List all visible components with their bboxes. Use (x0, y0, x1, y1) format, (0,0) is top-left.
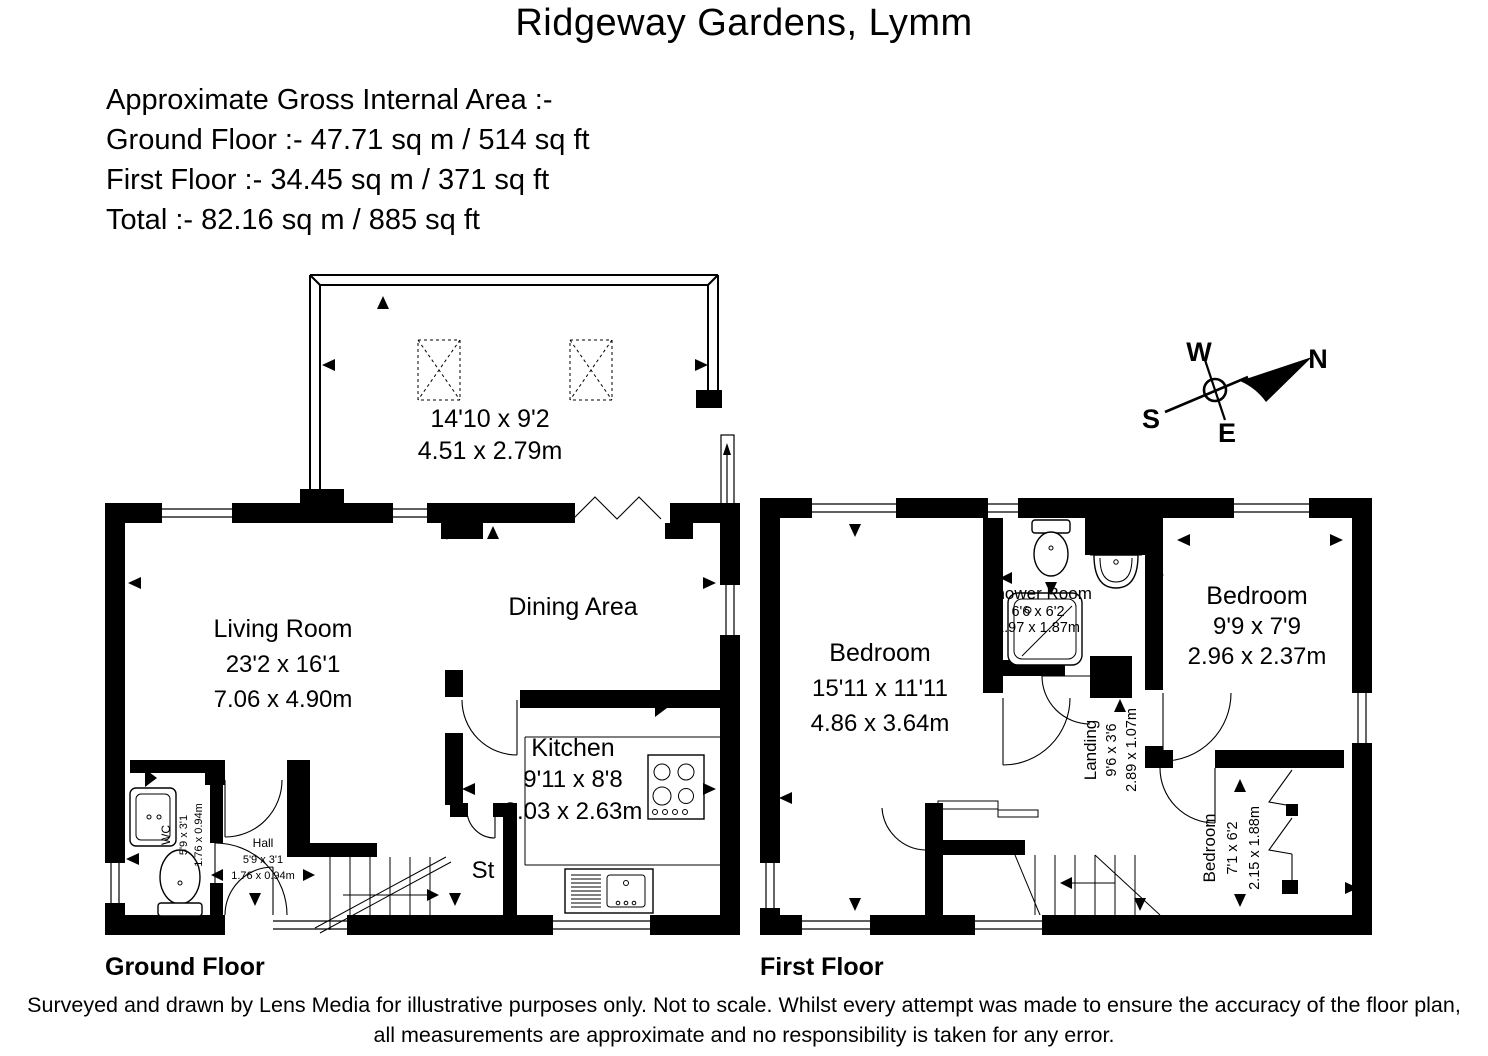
landing-dims-m: 2.89 x 1.07m (1124, 708, 1140, 792)
ff-wall-markers (779, 524, 1358, 911)
ground-floor-title: Ground Floor (105, 953, 265, 981)
compass-e: E (1218, 418, 1236, 448)
area-summary-heading: Approximate Gross Internal Area :- (106, 84, 553, 116)
compass-s: S (1142, 404, 1160, 434)
garden-room-skylight-2 (569, 339, 613, 401)
shower-room-dims-ft: 6'6 x 6'2 (1011, 604, 1064, 620)
ground-floor-windows (110, 508, 735, 930)
living-room-label: Living Room (214, 615, 353, 643)
ff-basin-icon (1090, 554, 1142, 589)
bifold-door-icon (572, 496, 662, 520)
hall-label: Hall (253, 836, 274, 850)
compass-needle (1164, 357, 1312, 421)
first-floor-plan: Bedroom 15'11 x 11'11 4.86 x 3.64m Showe… (760, 498, 1372, 935)
shower-room-label: Shower Room (984, 584, 1092, 603)
shower-room-dims-m: 1.97 x 1.87m (996, 620, 1080, 636)
bedroom2-dims-ft: 9'9 x 7'9 (1213, 613, 1301, 640)
garden-room-skylight-1 (417, 339, 461, 401)
wc-toilet-icon (157, 849, 203, 929)
landing-dims-ft: 9'6 x 3'6 (1104, 723, 1120, 776)
kitchen-dims-ft: 9'11 x 8'8 (523, 766, 622, 793)
first-floor-walls (760, 498, 1372, 935)
area-summary-ground: Ground Floor :- 47.71 sq m / 514 sq ft (106, 124, 590, 156)
store-label: St (472, 857, 495, 884)
bedroom3-dims-m: 2.15 x 1.88m (1247, 806, 1263, 890)
ground-floor-plan: 14'10 x 9'2 4.51 x 2.79m (105, 274, 740, 935)
bedroom1-label: Bedroom (829, 639, 930, 667)
first-floor-windows (765, 503, 1367, 930)
hall-dim-arrows (211, 869, 315, 881)
first-floor-doors (881, 675, 1232, 851)
hall-dims-ft: 5'9 x 3'1 (243, 854, 283, 866)
living-room-dims-ft: 23'2 x 16'1 (226, 651, 341, 678)
wc-dims-ft: 5'9 x 3'1 (178, 815, 190, 855)
first-floor-title: First Floor (760, 953, 884, 981)
wardrobe-icon (1268, 769, 1293, 880)
bedroom3-dims-ft: 7'1 x 6'2 (1225, 821, 1241, 874)
ground-floor-doors (214, 699, 518, 916)
kitchen-counter (524, 736, 720, 866)
stairs (314, 856, 452, 934)
dining-area-label: Dining Area (508, 593, 637, 621)
living-room-dims-m: 7.06 x 4.90m (214, 686, 353, 713)
kitchen-sink-icon (564, 868, 654, 914)
ff-toilet-icon (1031, 519, 1071, 577)
garden-room-structure (300, 274, 722, 523)
disclaimer-line1: Surveyed and drawn by Lens Media for ill… (27, 993, 1461, 1017)
bedroom2-label: Bedroom (1206, 582, 1307, 610)
garden-room-dims-ft: 14'10 x 9'2 (430, 405, 549, 433)
compass-n: N (1308, 344, 1328, 374)
area-summary-first: First Floor :- 34.45 sq m / 371 sq ft (106, 164, 550, 196)
disclaimer-line2: all measurements are approximate and no … (373, 1023, 1115, 1047)
page-title: Ridgeway Gardens, Lymm (515, 2, 973, 44)
hall-dims-m: 1.76 x 0.94m (231, 870, 295, 882)
bedroom1-dims-m: 4.86 x 3.64m (811, 710, 950, 737)
wc-label: WC (159, 825, 173, 845)
ground-floor-walls (105, 503, 740, 935)
compass-w: W (1186, 337, 1212, 367)
shower-tray-icon (1007, 592, 1083, 666)
kitchen-label: Kitchen (531, 734, 614, 762)
area-summary-total: Total :- 82.16 sq m / 885 sq ft (106, 204, 480, 236)
compass-icon: N W S E (1142, 337, 1328, 448)
hob-icon (647, 754, 705, 820)
bedroom1-dims-ft: 15'11 x 11'11 (812, 675, 948, 702)
bedroom3-label: Bedroom (1200, 814, 1219, 883)
ff-stairs (937, 800, 1161, 916)
area-summary: Approximate Gross Internal Area :- Groun… (106, 80, 590, 240)
bedroom2-dims-m: 2.96 x 2.37m (1188, 643, 1327, 670)
wc-sink-icon (129, 787, 177, 847)
wc-dims-m: 1.76 x 0.94m (193, 803, 205, 867)
kitchen-dims-m: 3.03 x 2.63m (504, 798, 643, 825)
disclaimer: Surveyed and drawn by Lens Media for ill… (0, 990, 1488, 1050)
garden-room-dims-m: 4.51 x 2.79m (418, 437, 563, 465)
landing-label: Landing (1081, 720, 1100, 781)
wall-markers (126, 296, 716, 906)
